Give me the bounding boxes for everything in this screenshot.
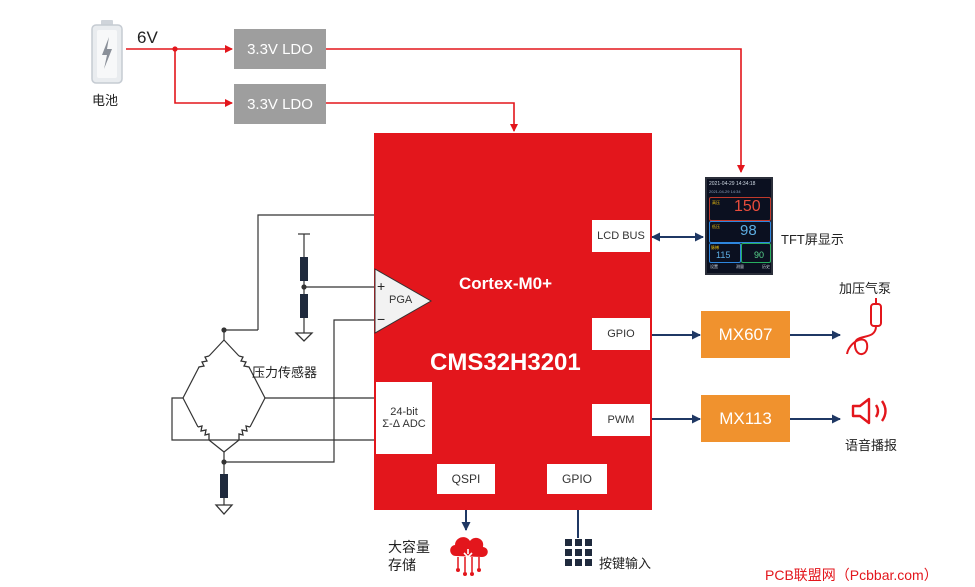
resistor-icon [220,474,228,498]
resistor-icon [300,294,308,318]
tft-extra-panel: 90 [741,243,771,263]
pga-amplifier [374,268,433,334]
tft-display: 2021-04-29 14:34:18 2021-04-29 14:34 高压 … [705,177,773,275]
tft-footer: 设置 测量 历史 [710,264,770,270]
junction-dots [221,284,307,465]
adc-block: 24-bit Σ-Δ ADC [376,382,432,454]
power-lines [126,45,745,173]
resistor-icon [300,257,308,281]
ground-icon [294,332,314,342]
qspi-port: QSPI [437,464,495,494]
ground-icon [214,504,234,515]
resistor-icon [197,355,210,370]
battery-label: 电池 [92,93,119,108]
ldo-top-block: 3.3V LDO [234,29,326,69]
watermark: PCB联盟网（Pcbbar.com） [765,567,938,583]
tft-footer-right: 历史 [762,264,770,269]
pga-plus: + [377,278,386,294]
tft-pulse-value: 115 [716,250,731,260]
ldo2-to-mcu-line [326,102,518,132]
resistor-icon [238,425,251,440]
ldo-top-label: 3.3V LDO [247,40,313,58]
tft-footer-left: 设置 [710,264,718,269]
cloud-storage-icon [450,537,488,576]
tft-dia-value: 98 [740,222,757,239]
divider-resistors [220,257,308,498]
pump-label: 加压气泵 [839,281,892,296]
ldo1-to-tft-line [326,48,745,173]
mx607-label: MX607 [718,324,773,344]
ground-symbols [214,332,314,515]
chip-label: CMS32H3201 [430,349,581,376]
mx113-driver: MX113 [701,395,790,442]
mx113-label: MX113 [719,408,772,428]
gpio-right-port: GPIO [592,318,650,350]
speaker-icon [851,397,887,425]
speaker-label: 语音播报 [845,438,898,453]
pga-label: PGA [389,294,413,306]
tft-tag-low: 低压 [712,224,720,229]
pump-icon [846,298,882,355]
storage-label-line2: 存储 [388,557,416,573]
ldo-bottom-block: 3.3V LDO [234,84,326,124]
resistor-icon [238,355,251,370]
ldo-bottom-label: 3.3V LDO [247,95,313,113]
lcd-bus-port: LCD BUS [592,220,650,252]
storage-label: 大容量 存储 [388,538,430,574]
power-junction [172,46,178,52]
gpio-bottom-port: GPIO [547,464,607,494]
tft-dia-panel: 低压 98 [709,221,771,243]
sensor-label: 压力传感器 [252,365,318,380]
battery-voltage: 6V [137,28,158,47]
tft-footer-mid: 测量 [736,264,744,269]
keypad-label: 按键输入 [599,556,652,571]
mx607-driver: MX607 [701,311,790,358]
adc-label-line1: 24-bit [390,406,418,418]
storage-label-line1: 大容量 [388,539,430,555]
pwm-port: PWM [592,404,650,436]
resistor-icon [197,425,210,440]
gpio-right-label: GPIO [607,328,635,340]
tft-status-line: 2021-04-29 14:34:18 [709,181,756,187]
tft-tag-high: 高压 [712,200,720,205]
core-label: Cortex-M0+ [459,274,553,293]
tft-label: TFT屏显示 [781,232,844,247]
tft-sys-value: 150 [734,198,761,215]
tft-sys-panel: 高压 150 [709,197,771,221]
battery-to-ldo2-line [174,49,233,107]
tft-extra-value: 90 [754,250,765,260]
tft-pulse-panel: 脉搏 115 [709,243,741,263]
adc-label-line2: Σ-Δ ADC [382,418,426,430]
qspi-label: QSPI [451,472,481,486]
pga-minus: − [377,311,386,327]
tft-tag-pulse: 脉搏 [711,245,719,250]
bridge-resistors [197,355,251,440]
tft-sub-line: 2021-04-29 14:34 [709,189,741,194]
gpio-bottom-label: GPIO [561,472,592,486]
keypad-icon [565,539,592,566]
pwm-label: PWM [607,414,635,426]
lcd-bus-label: LCD BUS [597,230,645,242]
battery-icon [91,20,123,84]
